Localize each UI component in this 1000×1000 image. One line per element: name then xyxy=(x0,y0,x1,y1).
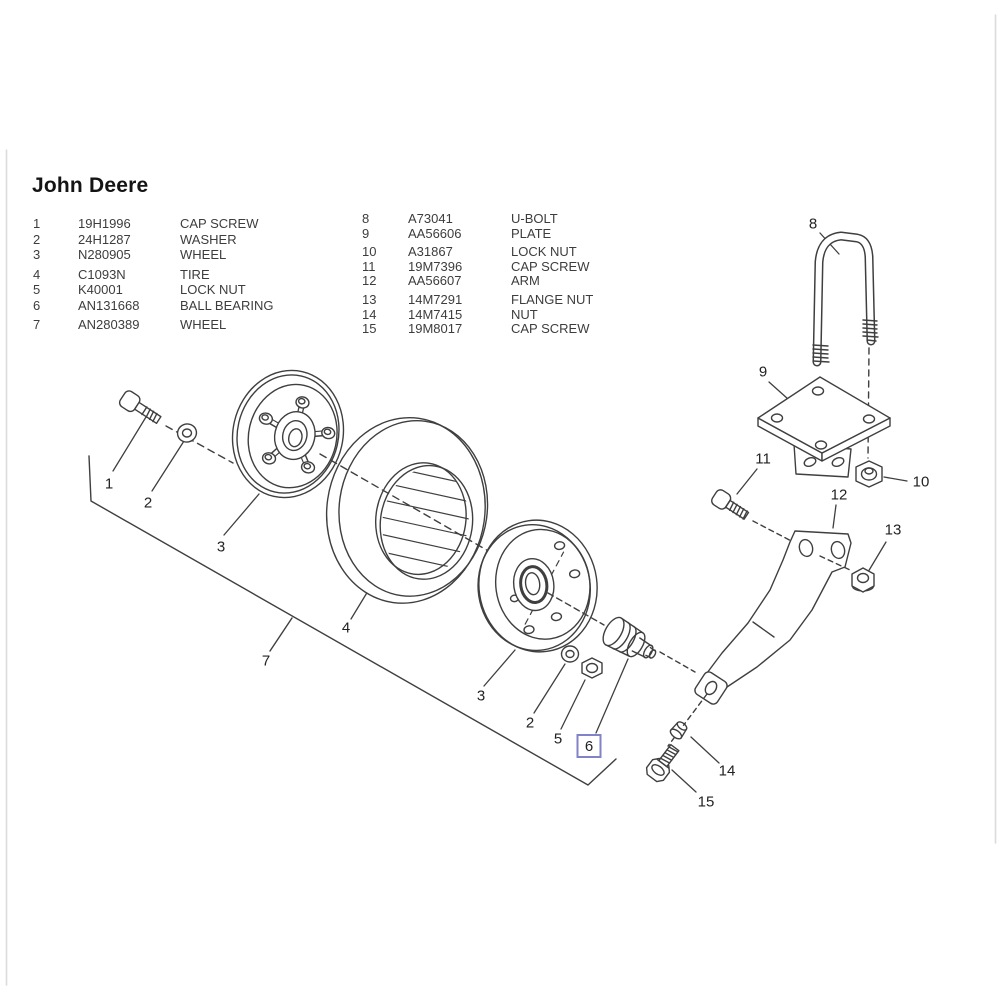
part-description: ARM xyxy=(511,273,540,289)
parts-group: 1 19H1996 CAP SCREW 2 24H1287 WASHER 3 N280905 W… xyxy=(33,216,273,263)
parts-row: 1 19H1996 CAP SCREW xyxy=(33,216,273,232)
part-description: NUT xyxy=(511,306,538,322)
part-key: 3 xyxy=(33,247,41,262)
parts-row: 7 AN280389 WHEEL xyxy=(33,317,273,333)
parts-row: 6 AN131668 BALL BEARING xyxy=(33,298,273,314)
part-key: 5 xyxy=(33,282,41,297)
part-key: 15 xyxy=(362,321,377,337)
axis-dash-bearing-left xyxy=(547,592,605,626)
ball-bearing-6-part xyxy=(602,616,657,659)
wheel-3-front-part xyxy=(231,369,345,499)
tire-4-part xyxy=(325,416,489,604)
part-description: LOCK NUT xyxy=(180,282,246,297)
part-number: C1093N xyxy=(78,266,126,282)
parts-row: 13 14M7291 FLANGE NUT xyxy=(362,291,594,308)
axis-dash-bearing-right xyxy=(659,651,696,673)
page-title: John Deere xyxy=(32,174,149,197)
part-number: 14M7415 xyxy=(408,306,463,322)
parts-row: 8 A73041 U-BOLT xyxy=(362,211,593,227)
part-key: 9 xyxy=(362,225,370,241)
part-description: FLANGE NUT xyxy=(511,291,594,307)
part-number: A73041 xyxy=(408,211,453,226)
part-description: WASHER xyxy=(180,231,237,247)
axis-dash-ubolt xyxy=(867,347,870,459)
part-number: N280905 xyxy=(78,247,131,262)
part-number: AA56607 xyxy=(408,273,462,289)
cap-screw-15-part xyxy=(645,743,680,783)
part-number: AA56606 xyxy=(408,225,462,241)
parts-row: 14 14M7415 NUT xyxy=(362,306,593,323)
part-description: WHEEL xyxy=(180,247,227,262)
part-description: LOCK NUT xyxy=(511,244,577,260)
parts-group: 10 A31867 LOCK NUT 11 19M7396 CAP SCREW 12 AA56… xyxy=(362,245,593,289)
parts-row: 4 C1093N TIRE xyxy=(33,267,273,283)
part-description: TIRE xyxy=(180,266,210,282)
part-key: 7 xyxy=(33,317,41,332)
parts-group: 7 AN280389 WHEEL xyxy=(33,317,273,333)
cap-screw-1-part xyxy=(118,390,162,425)
nut-14-part xyxy=(669,721,688,740)
part-description: CAP SCREW xyxy=(511,258,590,274)
parts-row: 10 A31867 LOCK NUT xyxy=(362,245,593,260)
parts-row: 9 AA56606 PLATE xyxy=(362,225,593,242)
part-key: 4 xyxy=(33,266,41,282)
part-description: U-BOLT xyxy=(511,211,558,226)
page-edge-lines xyxy=(5,14,997,986)
part-number: K40001 xyxy=(78,282,123,297)
part-description: PLATE xyxy=(511,225,552,241)
part-number: 24H1287 xyxy=(78,231,131,247)
part-key: 14 xyxy=(362,306,377,322)
washer-2-front-part xyxy=(176,423,198,443)
part-key: 11 xyxy=(362,258,376,274)
cap-screw-11-part xyxy=(711,489,750,520)
axis-dash-front xyxy=(165,425,234,464)
part-number: AN280389 xyxy=(78,317,140,332)
part-key: 13 xyxy=(362,291,377,307)
parts-group: 13 14M7291 FLANGE NUT 14 14M7415 NUT 15 19M8017… xyxy=(362,291,594,337)
part-description: CAP SCREW xyxy=(180,216,259,231)
part-key: 1 xyxy=(33,216,41,231)
washer-2-rear-part xyxy=(560,645,580,663)
part-description: WHEEL xyxy=(180,317,227,332)
arm-12-part xyxy=(694,530,852,705)
wheel-assembly-bracket-7 xyxy=(88,455,617,786)
parts-row: 11 19M7396 CAP SCREW xyxy=(362,258,593,275)
parts-row: 5 K40001 LOCK NUT xyxy=(33,282,273,298)
parts-group: 8 A73041 U-BOLT 9 AA56606 PLATE xyxy=(362,211,593,242)
part-key: 2 xyxy=(33,231,41,247)
part-number: A31867 xyxy=(408,244,453,260)
axis-dash-tire xyxy=(319,453,505,561)
parts-row: 3 N280905 WHEEL xyxy=(33,247,273,263)
wheel-3-rear-part xyxy=(477,519,598,653)
part-number: 14M7291 xyxy=(408,291,463,307)
part-key: 12 xyxy=(362,273,377,289)
axis-dash-screw11 xyxy=(752,520,800,546)
part-number: AN131668 xyxy=(78,297,140,313)
plate-9-part xyxy=(757,376,891,462)
part-key: 8 xyxy=(362,211,370,226)
callout-leader-lines xyxy=(112,232,908,793)
part-description: CAP SCREW xyxy=(511,321,590,337)
parts-row: 15 19M8017 CAP SCREW xyxy=(362,322,593,337)
parts-row: 2 24H1287 WASHER xyxy=(33,232,273,248)
part-key: 6 xyxy=(33,297,41,313)
u-bolt-8-part xyxy=(812,231,879,367)
lock-nut-5-part xyxy=(581,657,603,679)
parts-row: 12 AA56607 ARM xyxy=(362,274,593,289)
flange-nut-13-part xyxy=(851,567,875,593)
parts-group: 4 C1093N TIRE 5 K40001 LOCK NUT 6 AN131668 BALL … xyxy=(33,267,273,314)
axis-dash-arm-bottom xyxy=(667,693,708,747)
part-key: 10 xyxy=(362,244,377,260)
part-description: BALL BEARING xyxy=(180,297,274,313)
parts-list-right: 8 A73041 U-BOLT 9 AA56606 PLATE 10 A31867 LOCK N… xyxy=(362,211,594,341)
lock-nut-10-part xyxy=(855,460,883,488)
part-number: 19M7396 xyxy=(408,258,463,274)
axis-dash-flange-nut xyxy=(819,555,851,571)
part-number: 19H1996 xyxy=(78,216,131,231)
part-number: 19M8017 xyxy=(408,321,463,337)
